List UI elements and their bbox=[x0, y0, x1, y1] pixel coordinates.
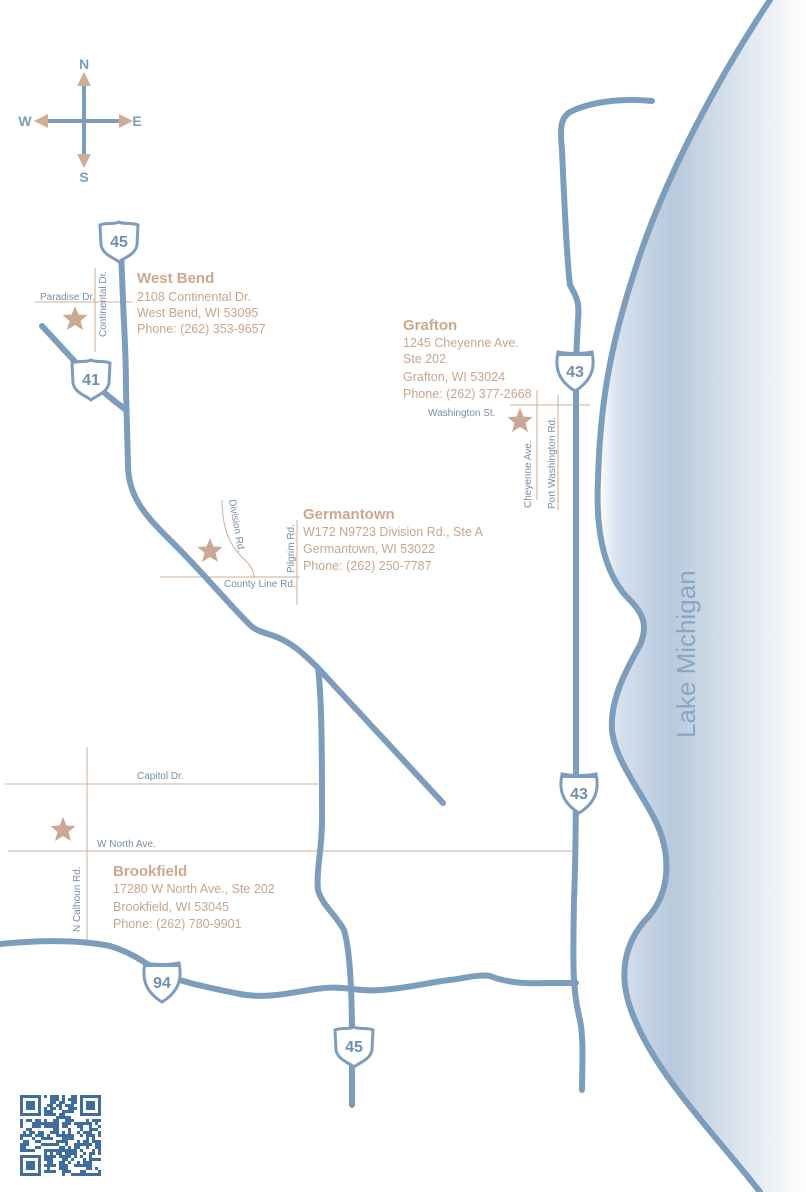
brookfield-city: Brookfield, WI 53045 bbox=[113, 900, 229, 914]
shield-us-41-label: 41 bbox=[82, 372, 100, 389]
south-arrow-icon bbox=[77, 154, 91, 168]
germantown-phone: Phone: (262) 250-7787 bbox=[303, 559, 432, 573]
lake-michigan bbox=[597, 0, 806, 1192]
shield-us-45-south-label: 45 bbox=[345, 1039, 363, 1056]
location-brookfield: Brookfield 17280 W North Ave., Ste 202 B… bbox=[113, 863, 275, 931]
qr-code[interactable] bbox=[20, 1095, 101, 1176]
grafton-suite: Ste 202 bbox=[403, 352, 446, 366]
port-washington-rd-label: Port Washington Rd. bbox=[547, 417, 558, 509]
west-bend-address: 2108 Continental Dr. bbox=[137, 290, 251, 304]
washington-st-label: Washington St. bbox=[428, 408, 495, 419]
calhoun-rd-label: N Calhoun Rd. bbox=[72, 866, 83, 932]
shield-i-43-south-label: 43 bbox=[570, 786, 588, 803]
west-bend-phone: Phone: (262) 353-9657 bbox=[137, 322, 266, 336]
i-43-road bbox=[558, 97, 655, 1093]
lake-label: Lake Michigan bbox=[671, 570, 701, 738]
brookfield-phone: Phone: (262) 780-9901 bbox=[113, 917, 242, 931]
shield-i-43-north: 43 bbox=[555, 350, 595, 393]
compass-south: S bbox=[79, 169, 88, 185]
west-bend-city: West Bend, WI 53095 bbox=[137, 306, 258, 320]
germantown-star-icon[interactable] bbox=[197, 538, 223, 562]
location-grafton: Grafton 1245 Cheyenne Ave. Ste 202 Graft… bbox=[403, 317, 532, 401]
us-45-road bbox=[117, 223, 355, 1108]
highways bbox=[0, 97, 655, 1108]
division-rd-label: Division Rd. bbox=[226, 499, 246, 553]
compass-east: E bbox=[132, 113, 141, 129]
shield-us-45-south: 45 bbox=[333, 1025, 375, 1069]
west-bend-star-icon[interactable] bbox=[62, 306, 88, 330]
shield-us-45-north-label: 45 bbox=[110, 234, 128, 251]
county-line-rd-label: County Line Rd. bbox=[224, 579, 296, 590]
compass-west: W bbox=[18, 113, 32, 129]
east-arrow-icon bbox=[119, 114, 133, 128]
paradise-dr-label: Paradise Dr. bbox=[40, 292, 95, 303]
grafton-name: Grafton bbox=[403, 317, 457, 334]
grafton-city: Grafton, WI 53024 bbox=[403, 370, 505, 384]
location-west-bend: West Bend 2108 Continental Dr. West Bend… bbox=[137, 270, 266, 336]
compass-rose: N S W E bbox=[18, 56, 141, 185]
shield-i-94: 94 bbox=[142, 961, 182, 1004]
north-arrow-icon bbox=[77, 72, 91, 86]
germantown-address: W172 N9723 Division Rd., Ste A bbox=[303, 525, 484, 539]
hwy-145-road bbox=[315, 665, 446, 806]
north-ave-label: W North Ave. bbox=[97, 839, 156, 850]
brookfield-star-icon[interactable] bbox=[50, 817, 76, 841]
west-bend-name: West Bend bbox=[137, 270, 214, 287]
shield-us-45-north: 45 bbox=[98, 220, 140, 264]
division-rd-line bbox=[221, 499, 255, 579]
germantown-city: Germantown, WI 53022 bbox=[303, 542, 435, 556]
west-arrow-icon bbox=[34, 114, 48, 128]
grafton-address: 1245 Cheyenne Ave. bbox=[403, 336, 519, 350]
brookfield-name: Brookfield bbox=[113, 863, 187, 880]
cheyenne-ave-label: Cheyenne Ave. bbox=[523, 440, 534, 508]
i-94-road bbox=[0, 938, 579, 999]
location-germantown: Germantown W172 N9723 Division Rd., Ste … bbox=[303, 506, 484, 573]
grafton-star-icon[interactable] bbox=[507, 408, 533, 432]
compass-north: N bbox=[79, 56, 89, 72]
shield-i-43-north-label: 43 bbox=[566, 364, 584, 381]
shield-i-94-label: 94 bbox=[153, 975, 171, 992]
shield-i-43-south: 43 bbox=[559, 772, 599, 815]
continental-dr-label: Continental Dr. bbox=[98, 271, 109, 337]
shoreline bbox=[594, 0, 773, 1192]
pilgrim-rd-label: Pilgrim Rd. bbox=[286, 524, 297, 573]
brookfield-address: 17280 W North Ave., Ste 202 bbox=[113, 882, 275, 896]
grafton-phone: Phone: (262) 377-2668 bbox=[403, 387, 532, 401]
germantown-name: Germantown bbox=[303, 506, 395, 523]
shield-us-41: 41 bbox=[70, 358, 112, 402]
capitol-dr-label: Capitol Dr. bbox=[137, 771, 184, 782]
